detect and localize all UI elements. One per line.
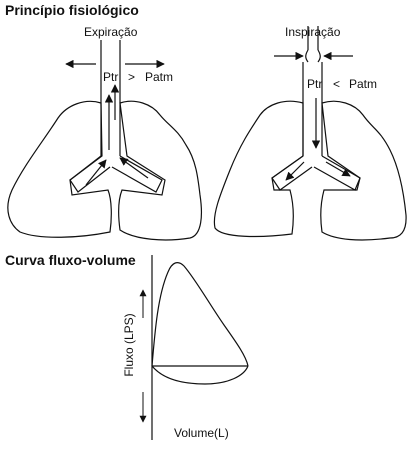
right-lung-left-lobe [213, 100, 304, 238]
bronchus-down-arrow-right [325, 161, 351, 177]
curve-title: Curva fluxo-volume [5, 252, 136, 268]
bronchus-down-arrow-left [285, 161, 305, 181]
bronchus-arrow-right [119, 157, 149, 179]
left-lung-left-lobe [7, 100, 112, 238]
right-lung-right-lobe [320, 100, 407, 241]
right-lungs [213, 100, 407, 241]
right-arrows [274, 51, 353, 181]
inspiratory-loop [151, 365, 249, 385]
expiratory-loop [151, 262, 249, 367]
physiology-title: Princípio fisiológico [5, 2, 139, 18]
bronchus-arrow-left [85, 159, 107, 186]
x-axis-label: Volume(L) [174, 426, 229, 440]
right-less-symbol: < [333, 77, 341, 91]
left-lungs [7, 100, 202, 241]
left-lung-right-lobe [118, 100, 202, 241]
inspiration-label: Inspiração [285, 25, 341, 39]
right-trachea [271, 26, 361, 191]
flow-volume-curve [139, 255, 249, 440]
right-ptr-label: Ptr [307, 77, 323, 91]
left-arrows [65, 59, 165, 186]
right-patm-label: Patm [349, 77, 378, 91]
left-patm-label: Patm [145, 70, 174, 84]
expiration-label: Expiração [84, 25, 138, 39]
left-trachea [69, 40, 163, 193]
left-ptr-label: Ptr [103, 70, 119, 84]
left-greater-symbol: > [128, 70, 136, 84]
